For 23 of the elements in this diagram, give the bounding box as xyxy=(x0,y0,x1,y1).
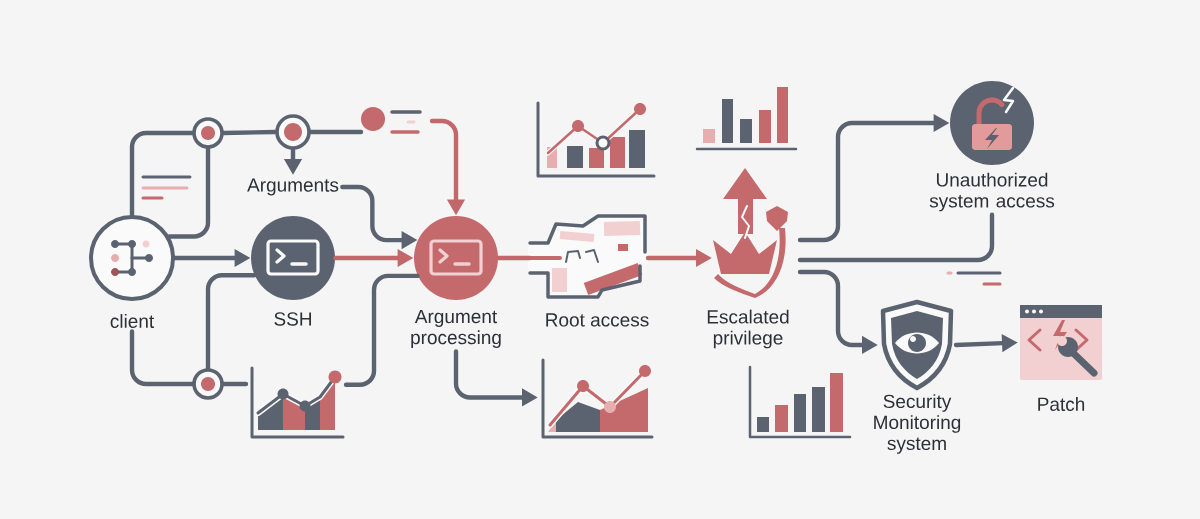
connector-line xyxy=(343,273,420,387)
connector-line xyxy=(221,129,278,136)
connector-line xyxy=(205,273,257,371)
node-label: SSH xyxy=(274,312,311,326)
node-label: Security Monitoring system xyxy=(874,394,961,454)
node-label: Arguments xyxy=(247,178,339,196)
node-label: client xyxy=(110,314,155,328)
connector-line xyxy=(797,212,995,263)
area-chart-icon xyxy=(250,366,345,439)
junction-dot xyxy=(192,117,224,149)
connector-line xyxy=(129,329,195,387)
connector-line xyxy=(496,255,533,261)
node-label: Argument processing xyxy=(411,310,501,348)
connector-line xyxy=(308,129,364,135)
node-label: Patch xyxy=(1038,397,1085,411)
node-label: Root access xyxy=(546,313,649,327)
area-chart-icon xyxy=(541,358,654,439)
connector-line xyxy=(167,146,211,239)
node-label: Unauthorized system access xyxy=(929,172,1055,212)
node-label: Escalated privilege xyxy=(707,309,789,349)
bullet-lines-icon xyxy=(361,107,422,134)
connector-line xyxy=(129,130,195,218)
connector-line xyxy=(221,381,249,387)
